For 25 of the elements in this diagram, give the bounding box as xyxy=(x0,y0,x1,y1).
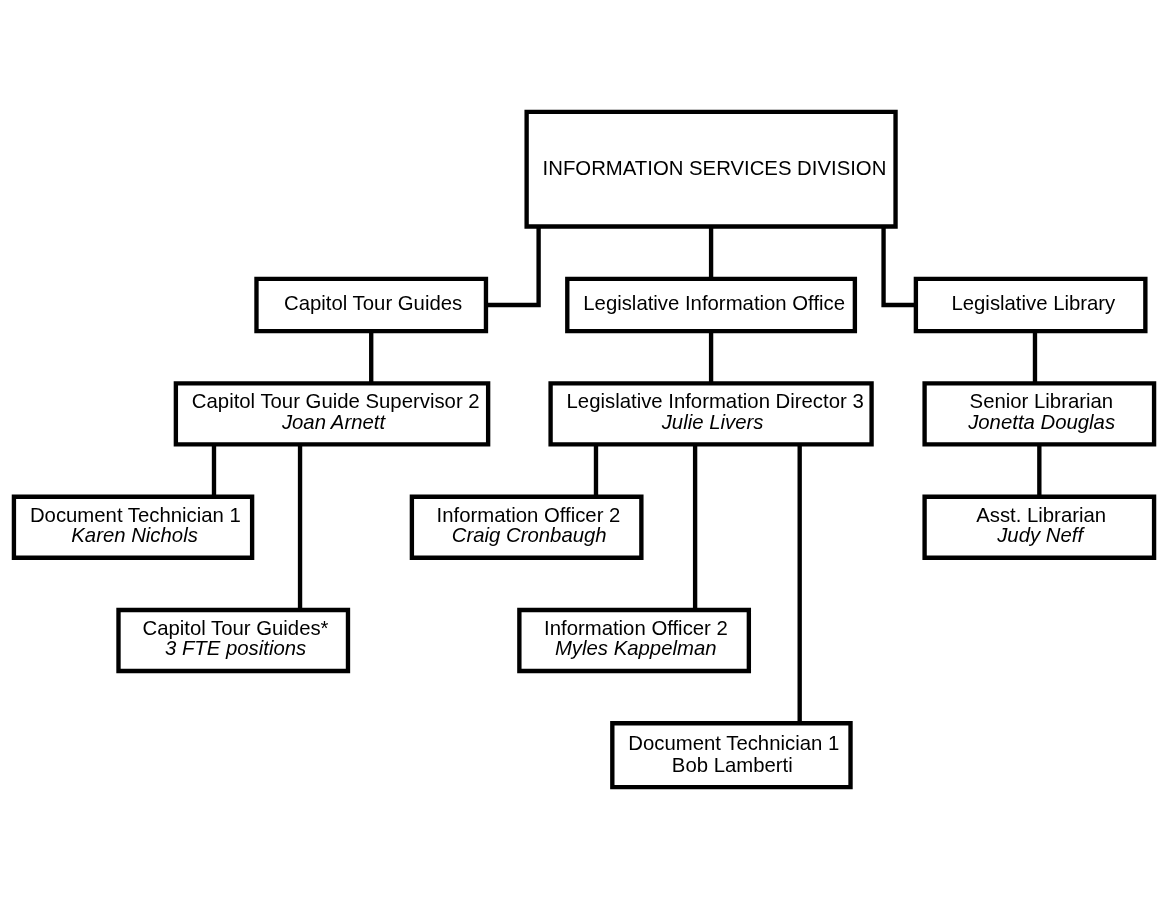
connector xyxy=(211,444,217,497)
connector xyxy=(486,226,541,308)
connector xyxy=(692,444,698,610)
node-box: Legislative Library xyxy=(913,276,1148,334)
connector xyxy=(797,444,802,724)
connector xyxy=(1037,444,1042,497)
node-box: INFORMATION SERVICES DIVISION xyxy=(524,109,898,229)
node-box: Asst. Librarian Judy Neff xyxy=(922,494,1157,560)
connector xyxy=(708,331,714,384)
node-box: Senior Librarian Jonetta Douglas xyxy=(922,381,1157,447)
node-box: Information Officer 2 Craig Cronbaugh xyxy=(409,494,644,560)
node-box: Document Technician 1 Bob Lamberti xyxy=(610,721,853,790)
node-box: Capitol Tour Guide Supervisor 2 Joan Arnett xyxy=(173,381,491,447)
node-box: Legislative Information Office xyxy=(565,276,858,334)
connector xyxy=(881,226,916,308)
connector xyxy=(708,226,714,279)
connector xyxy=(593,444,599,497)
node-box: Capitol Tour Guides* 3 FTE positions xyxy=(116,607,351,674)
node-box: Legislative Information Director 3 Julie Livers xyxy=(548,381,874,447)
connector xyxy=(297,444,303,610)
node-box: Capitol Tour Guides xyxy=(254,276,489,334)
node-box: Information Officer 2 Myles Kappelman xyxy=(517,607,752,674)
connector xyxy=(1032,331,1038,384)
connector xyxy=(369,331,374,384)
node-box: Document Technician 1 Karen Nichols xyxy=(11,494,255,560)
